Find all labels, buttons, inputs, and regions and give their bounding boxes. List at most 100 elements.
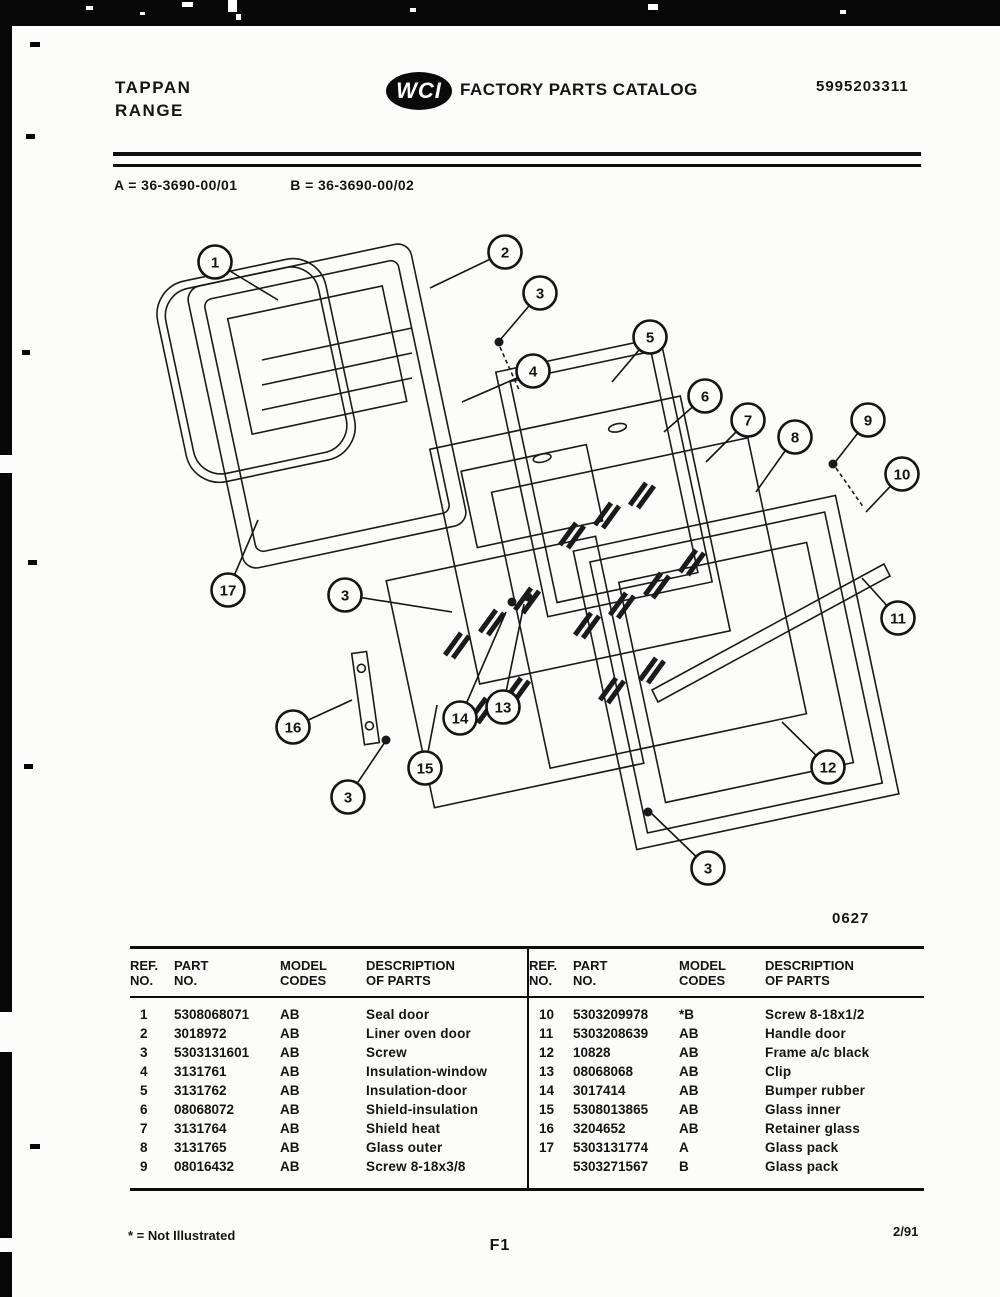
svg-text:4: 4 [529,364,538,381]
cell-ref: 5 [140,1083,148,1098]
cell-desc: Clip [765,1064,792,1079]
svg-text:14: 14 [452,711,469,728]
header-part: PART NO. [573,958,608,988]
model-a: A = 36-3690-00/01 [114,177,238,193]
callout-12: 12 [781,721,846,785]
part-shield-heat [428,395,732,685]
svg-text:12: 12 [820,760,837,777]
cell-part: 3131762 [174,1083,227,1098]
model-b: B = 36-3690-00/02 [290,177,415,193]
brand-line2: RANGE [115,101,184,120]
cell-desc: Bumper rubber [765,1083,866,1098]
cell-code: AB [679,1064,699,1079]
wci-logo-text: WCI [396,78,442,103]
cell-code: *B [679,1007,695,1022]
cell-code: AB [679,1102,699,1117]
svg-text:2: 2 [501,245,509,262]
table-header-left: REF. NO. PART NO. MODEL CODES DESCRIPTIO… [130,949,527,996]
scan-artifact-top-bar [0,0,1000,26]
part-seal-door [156,257,357,484]
callout-5: 5 [611,319,668,383]
cell-code: AB [679,1026,699,1041]
callout-15: 15 [407,704,443,786]
svg-text:17: 17 [220,583,237,600]
cell-code: B [679,1159,689,1174]
svg-text:1: 1 [211,255,219,272]
parts-table: REF. NO. PART NO. MODEL CODES DESCRIPTIO… [130,946,924,1191]
cell-ref: 9 [140,1159,148,1174]
cell-code: AB [280,1083,300,1098]
cell-code: AB [280,1026,300,1041]
cell-desc: Shield heat [366,1121,441,1136]
cell-part: 3131765 [174,1140,227,1155]
cell-part: 08068072 [174,1102,235,1117]
cell-ref: 12 [539,1045,555,1060]
svg-text:11: 11 [890,611,906,628]
callout-3: 3 [327,577,453,613]
cell-desc: Retainer glass [765,1121,861,1136]
table-header-row: REF. NO. PART NO. MODEL CODES DESCRIPTIO… [130,949,924,998]
cell-part: 5303271567 [573,1159,649,1174]
cell-ref [529,1157,573,1176]
catalog-title: FACTORY PARTS CATALOG [460,80,698,99]
header-description: DESCRIPTION OF PARTS [366,958,455,988]
screw-glyphs [381,337,838,817]
svg-text:10: 10 [894,467,911,484]
part-handle [650,562,892,704]
cell-part: 3131761 [174,1064,227,1079]
scan-artifact-mark [30,42,40,47]
part-frame [572,494,900,851]
cell-code: AB [280,1140,300,1155]
svg-text:9: 9 [864,413,872,430]
door-parts [156,243,900,851]
svg-text:3: 3 [536,286,544,303]
model-numbers: A = 36-3690-00/01 B = 36-3690-00/02 [114,177,414,193]
header-model: MODEL CODES [280,958,327,988]
cell-part: 3018972 [174,1026,227,1041]
callout-7: 7 [705,402,766,463]
cell-part: 5308068071 [174,1007,250,1022]
figure-number: 0627 [832,910,870,927]
callout-8: 8 [755,419,813,493]
cell-part: 5303208639 [573,1026,649,1041]
cell-ref: 6 [140,1102,148,1117]
callout-3: 3 [499,275,558,341]
svg-text:13: 13 [495,700,512,717]
cell-part: 5303131601 [174,1045,250,1060]
revision-date: 2/91 [893,1224,919,1239]
cell-code: AB [280,1045,300,1060]
scan-artifact-mark [30,1144,40,1149]
cell-desc: Seal door [366,1007,430,1022]
svg-text:16: 16 [285,720,302,737]
cell-code: A [679,1140,689,1155]
wci-logo-icon: WCI [386,72,452,110]
cell-ref: 11 [539,1026,554,1041]
header-divider [113,152,921,167]
svg-text:5: 5 [646,330,654,347]
callout-2: 2 [429,234,523,289]
cell-ref: 16 [539,1121,555,1136]
svg-text:3: 3 [341,588,349,605]
part-liner-door [187,243,467,569]
cell-part: 08016432 [174,1159,235,1174]
callout-11: 11 [861,577,916,636]
callout-14: 14 [442,611,507,736]
part-glass-inner [385,535,645,809]
document-number: 5995203311 [816,78,909,95]
part-insulation-door [494,336,714,618]
cell-desc: Glass pack [765,1140,839,1155]
cell-ref: 7 [140,1121,148,1136]
part-glass-outer [490,436,808,770]
